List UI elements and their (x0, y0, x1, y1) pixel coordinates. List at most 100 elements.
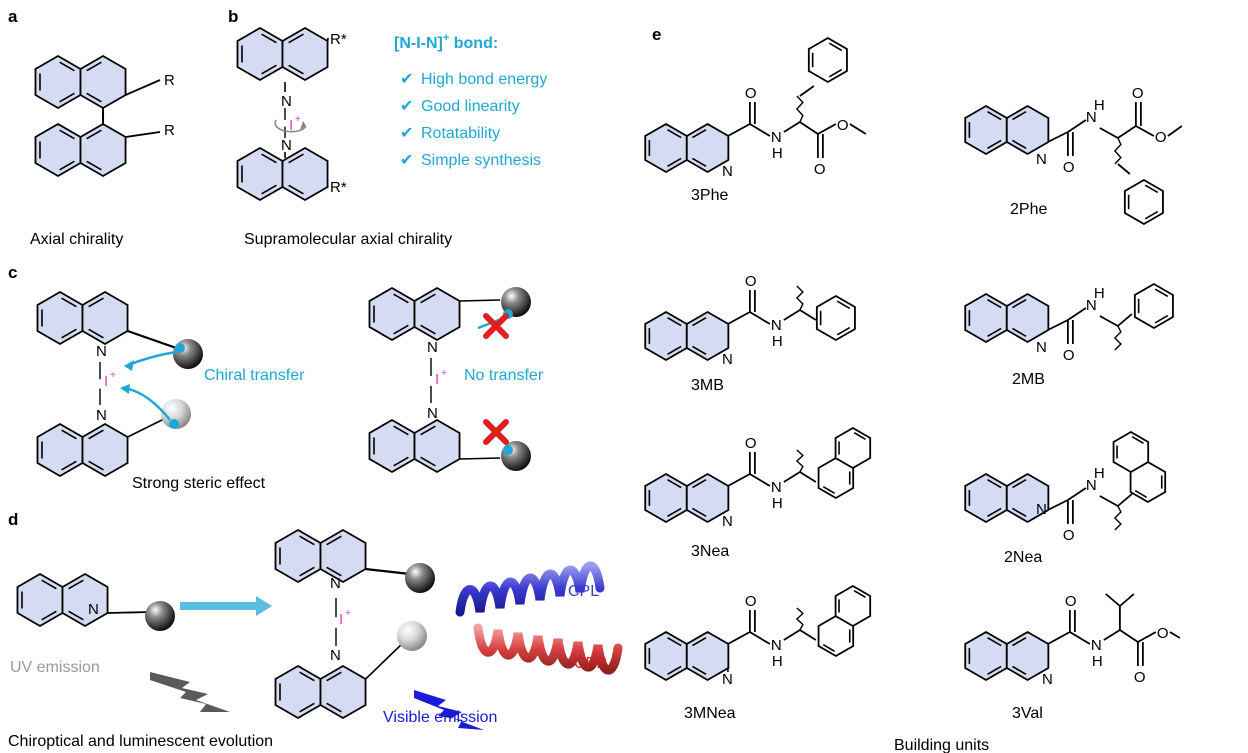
quinoline-ring (236, 146, 284, 202)
iodine-charge-c1: + (110, 370, 116, 381)
cpl-helix-icon (455, 561, 605, 617)
rotation-arrow-icon (274, 119, 307, 133)
bond-line (1099, 495, 1119, 507)
atom-h: H (1092, 653, 1103, 670)
bond-line (1117, 163, 1131, 175)
double-bond-line (853, 432, 866, 440)
bond-line (749, 311, 771, 325)
double-bond-line (667, 157, 682, 168)
atom-n: N (1086, 297, 1097, 314)
compound-label: 2Phe (1010, 201, 1047, 218)
blocked-cross-icon (483, 313, 509, 339)
atom-iodine-c2: I (435, 371, 439, 388)
atom-iodine-b: I (289, 117, 293, 134)
double-bond-line (822, 644, 836, 652)
quinoline-ring (319, 528, 367, 584)
double-bond-line (1144, 210, 1159, 220)
cpl-label: CPL (568, 583, 599, 600)
compound-label: 2MB (1012, 371, 1045, 388)
atom-h: H (772, 495, 783, 512)
atom-o: O (1063, 527, 1075, 544)
double-bond-line (667, 478, 682, 489)
bond-line (127, 329, 183, 352)
no-transfer-label: No transfer (464, 367, 544, 384)
cpp-label: CPP (574, 655, 607, 672)
double-bond-line (88, 297, 104, 308)
double-bond-line (59, 129, 75, 140)
double-bond-line (987, 110, 1002, 121)
wavy-bond-line (795, 95, 804, 123)
naphthalene-ring (79, 54, 127, 110)
feature-check-icon: ✔ (400, 125, 413, 142)
panel-d-label: d (8, 510, 18, 529)
double-bond-line (1012, 478, 1027, 489)
double-bond-line (299, 702, 315, 713)
steric-dimers (36, 286, 531, 478)
cpp-helix-icon (473, 623, 623, 675)
quinoline-ring (644, 122, 688, 174)
double-bond-line (692, 507, 707, 518)
double-bond-line (1012, 327, 1027, 338)
bond-line (799, 309, 817, 321)
bond-line (783, 629, 801, 641)
quinoline-ring (281, 26, 329, 82)
double-bond-line (822, 486, 836, 494)
quinoline-ring (964, 472, 1008, 524)
bond-line (1167, 125, 1183, 137)
bond-line (459, 299, 501, 302)
atom-h: H (1094, 285, 1105, 302)
panel-a-label: a (8, 7, 18, 26)
double-bond-line (692, 345, 707, 356)
naphthalene-ring (34, 122, 82, 178)
bond-line (1047, 131, 1069, 143)
double-bond-line (326, 566, 342, 577)
naphthalene-ring (79, 122, 127, 178)
bond-line (107, 611, 151, 614)
double-bond-line (836, 300, 851, 310)
contact-dot-icon (175, 343, 185, 353)
double-bond-line (261, 64, 277, 75)
bond-title: [N-I-N]+ bond: (394, 32, 498, 52)
double-bond-line (1154, 314, 1169, 324)
atom-n: N (1086, 109, 1097, 126)
light-sphere-icon (161, 399, 191, 429)
atom-n: N (1086, 477, 1097, 494)
panel-c: c N N I + N N I + Chiral transfer No tra… (8, 263, 544, 492)
feature-check-icon: ✔ (400, 152, 413, 169)
uv-emission-label: UV emission (10, 659, 100, 676)
bond-line (727, 311, 751, 325)
double-bond-line (59, 92, 75, 103)
dark-sphere-icon (173, 339, 203, 369)
double-bond-line (1012, 507, 1027, 518)
double-bond-line (420, 324, 436, 335)
atom-o: O (745, 273, 757, 290)
double-bond-line (299, 535, 315, 546)
double-bond-line (1012, 110, 1027, 121)
quinoline-ring (281, 146, 329, 202)
phenyl-ring (1133, 282, 1174, 330)
wavy-bond-line (1113, 137, 1122, 165)
atom-n-d3: N (330, 647, 341, 664)
feature-1: High bond energy (421, 71, 547, 88)
dark-sphere-icon (405, 563, 435, 593)
quinoline-ring (16, 572, 64, 628)
double-bond-line (288, 64, 304, 75)
compound-label: 3Phe (691, 187, 728, 204)
atom-o: O (837, 117, 849, 134)
bond-line (1067, 307, 1087, 321)
double-bond-line (420, 456, 436, 467)
quinoline-ring (81, 290, 129, 346)
quinoline-ring (274, 528, 322, 584)
quinoline-ring (36, 290, 84, 346)
atom-o: O (745, 85, 757, 102)
iodine-charge-c2: + (441, 368, 447, 379)
bond-line (1117, 125, 1137, 139)
evolution-scheme (16, 528, 623, 730)
bond-line (1047, 319, 1069, 331)
phenyl-ring (807, 36, 848, 84)
double-bond-line (299, 671, 315, 682)
bond-line (749, 473, 771, 487)
bond-line (727, 631, 751, 645)
double-bond-line (86, 92, 102, 103)
